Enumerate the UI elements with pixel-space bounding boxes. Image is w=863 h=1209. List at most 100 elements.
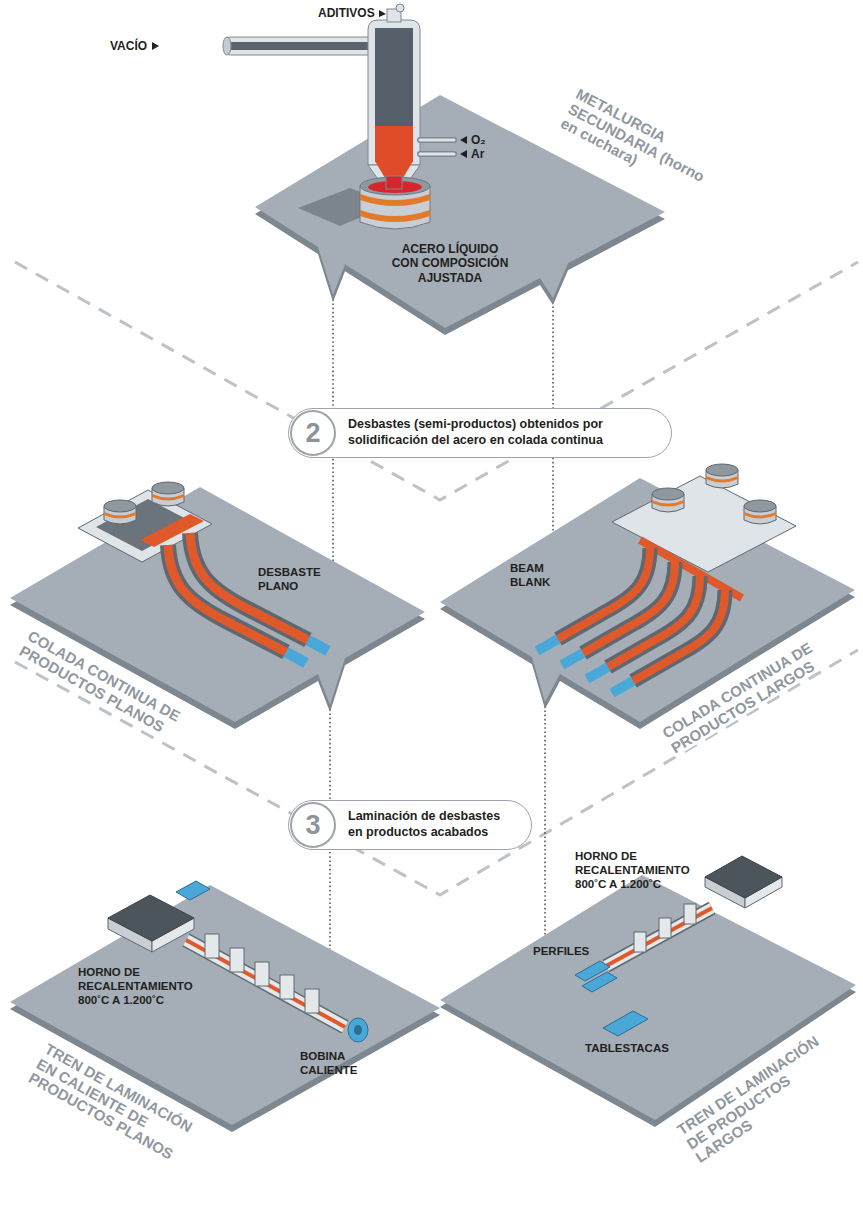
beam-blank-caster: [583, 562, 675, 653]
part-label: Ar: [471, 147, 484, 161]
vacuum-degasser: [223, 37, 231, 55]
part-label: O₂: [471, 133, 486, 147]
pointer-triangle: [152, 10, 467, 158]
beam-blank-caster: [583, 562, 675, 653]
text-holder: VACÍO: [110, 39, 147, 53]
hot-strip-mill: [348, 1018, 368, 1042]
dotted-connector: [544, 702, 545, 935]
vacuum-degasser: [223, 4, 454, 229]
vacuum-degasser: [386, 176, 402, 189]
platform-node: BEAM BLANKCOLADA CONTINUA DE PRODUCTOS L…: [440, 478, 855, 729]
beam-blank-caster: [744, 506, 776, 524]
section-mill: [705, 877, 745, 908]
beam-blank-caster: [744, 500, 776, 512]
pointer-triangle: [379, 10, 386, 17]
text-holder: DESBASTE PLANO: [258, 566, 324, 594]
vacuum-degasser: [360, 210, 430, 222]
slab-caster: [308, 640, 328, 651]
part-label: HORNO DE RECALENTAMIENTO 800˚C A 1.200˚C: [575, 850, 699, 891]
hot-strip-mill: [152, 918, 194, 952]
part-label: BEAM BLANK: [510, 562, 566, 590]
beam-blank-caster: [744, 512, 776, 519]
hot-strip-mill: [108, 881, 368, 1042]
slab-caster: [104, 512, 136, 519]
section-mill: [606, 908, 712, 966]
slab-caster: [190, 533, 308, 640]
hot-strip-mill: [108, 918, 152, 952]
hot-strip-mill: [354, 1025, 362, 1035]
hot-strip-mill: [230, 948, 244, 972]
beam-blank-caster: [587, 667, 608, 679]
step-number: 3: [290, 802, 336, 848]
platform-node: ACERO LÍQUIDO CON COMPOSICIÓN AJUSTADAME…: [255, 95, 665, 335]
slab-caster: [190, 533, 308, 640]
beam-blank-caster: [537, 639, 558, 651]
vacuum-degasser: [368, 165, 420, 182]
part-label: BOBINA CALIENTE: [300, 1050, 364, 1078]
vacuum-degasser: [226, 37, 374, 55]
step-text: Desbastes (semi-productos) obtenidos por…: [348, 417, 648, 448]
beam-blank-caster: [706, 476, 738, 483]
part-label: VACÍO: [110, 39, 147, 53]
section-mill: [606, 908, 712, 966]
part-label: PERFILES: [533, 945, 595, 959]
slab-caster: [168, 545, 286, 652]
beam-blank-caster: [537, 464, 796, 693]
vacuum-degasser: [375, 161, 413, 178]
part-label: HORNO DE RECALENTAMIENTO 800˚C A 1.200˚C: [78, 966, 202, 1007]
beam-blank-caster: [652, 500, 684, 507]
vacuum-degasser: [360, 177, 430, 195]
beam-blank-caster: [612, 681, 633, 693]
pointer-triangle: [460, 136, 467, 144]
part-label: DESBASTE PLANO: [258, 566, 324, 594]
slab-caster: [96, 499, 194, 551]
section-mill: [606, 908, 712, 966]
slab-caster: [152, 482, 184, 494]
beam-blank-caster: [652, 494, 684, 512]
hot-strip-mill: [176, 881, 210, 900]
beam-blank-caster: [562, 653, 583, 665]
step-pill: 3Laminación de desbastes en productos ac…: [288, 800, 532, 850]
pointer-triangle: [152, 42, 159, 50]
vacuum-degasser: [420, 137, 454, 143]
slab-caster: [152, 494, 184, 501]
hot-strip-mill: [280, 975, 294, 999]
vacuum-degasser: [375, 126, 413, 162]
beam-blank-caster: [558, 548, 650, 639]
vacuum-degasser: [396, 4, 404, 12]
slab-caster: [140, 514, 204, 547]
beam-blank-caster: [608, 576, 700, 667]
text-holder: BEAM BLANK: [510, 562, 566, 590]
text-holder: Ar: [471, 147, 484, 161]
beam-blank-caster: [608, 576, 700, 667]
section-mill: [575, 856, 782, 1036]
section-mill: [659, 918, 671, 938]
text-holder: ADITIVOS: [318, 6, 375, 20]
slab-caster: [78, 482, 328, 663]
vacuum-degasser: [368, 20, 420, 165]
vacuum-degasser: [368, 181, 422, 193]
text-holder: BOBINA CALIENTE: [300, 1050, 364, 1078]
section-mill: [745, 877, 782, 908]
text-holder: HORNO DE RECALENTAMIENTO 800˚C A 1.200˚C: [78, 966, 202, 1007]
vacuum-degasser: [420, 139, 454, 142]
vacuum-degasser: [420, 151, 454, 157]
hot-strip-mill: [305, 989, 319, 1013]
beam-blank-caster: [558, 548, 650, 639]
vacuum-degasser: [360, 194, 430, 206]
text-holder: O₂: [471, 133, 486, 147]
slab-caster: [104, 500, 136, 512]
vacuum-degasser: [420, 153, 454, 156]
text-holder: ACERO LÍQUIDO CON COMPOSICIÓN AJUSTADA: [389, 242, 511, 285]
platform-node: HORNO DE RECALENTAMIENTO 800˚C A 1.200˚C…: [10, 885, 440, 1132]
hot-strip-mill: [255, 962, 269, 986]
section-mill: [575, 961, 610, 981]
hot-strip-mill: [205, 934, 219, 958]
beam-blank-caster: [706, 464, 738, 476]
vacuum-degasser: [231, 42, 372, 50]
section-mill: [582, 972, 617, 992]
slab-caster: [286, 652, 306, 663]
text-holder: PERFILES: [533, 945, 595, 959]
